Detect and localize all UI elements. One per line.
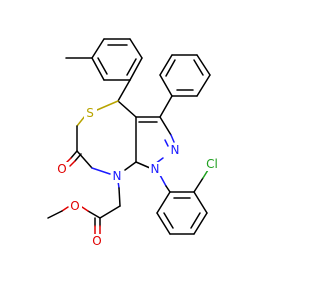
pyrazole-n2-label: N — [171, 143, 180, 157]
tolyl-ring — [65, 38, 143, 81]
phenyl-ring — [159, 54, 211, 118]
ester-carbonyl-oxygen-label: O — [92, 234, 101, 248]
pyrazole-n1-label: N — [151, 162, 160, 176]
methyl-acetate-group — [47, 180, 121, 235]
chlorophenyl-ring — [156, 169, 209, 235]
atom-labels: S O N N N Cl O O — [56, 106, 221, 248]
carbonyl-oxygen-label: O — [57, 162, 66, 176]
ester-ether-oxygen-label: O — [70, 199, 79, 213]
molecule-drawing: S O N N N Cl O O — [47, 38, 221, 248]
thiazepine-ring — [76, 100, 137, 175]
chlorine-label: Cl — [206, 157, 218, 171]
amide-nitrogen-label: N — [113, 169, 122, 183]
structure-canvas: S O N N N Cl O O — [47, 38, 221, 248]
pyrazole-ring — [135, 116, 175, 169]
sulfur-label: S — [86, 106, 94, 120]
tolyl-c4-bond — [117, 79, 131, 102]
